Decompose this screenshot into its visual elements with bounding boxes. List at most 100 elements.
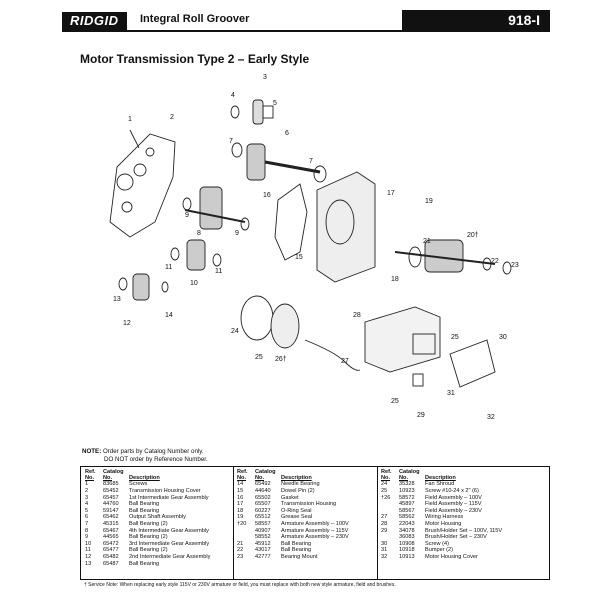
cell-desc: Transmission Housing Cover: [129, 488, 201, 494]
model-number: 918-I: [402, 10, 550, 30]
output-shaft: [231, 142, 327, 183]
cell-cat: 65502: [255, 494, 271, 501]
cell-cat: 65482: [103, 553, 119, 560]
cell-desc: Motor Housing Cover: [425, 553, 478, 560]
cell-desc: Output Shaft Assembly: [129, 514, 186, 521]
callout: 22: [491, 258, 499, 265]
third-intermediate-gear: [170, 239, 222, 271]
callout: 7: [309, 158, 313, 165]
callout: 25: [391, 398, 399, 405]
cell-desc: Gasket: [281, 494, 299, 501]
table-header-top: Ref.Catalog: [381, 469, 420, 475]
cell-cat: 42777: [255, 553, 271, 560]
transmission-housing: [316, 171, 376, 283]
cell-desc: Armature Assembly – 115V: [281, 527, 349, 534]
cell-ref: 14: [237, 481, 244, 488]
cell-desc: Ball Bearing: [129, 507, 160, 514]
armature-assembly: [394, 239, 512, 275]
cell-cat: 60227: [255, 507, 271, 514]
cell-ref: 21: [237, 540, 244, 547]
cell-ref: 12: [85, 553, 92, 560]
table-row: 8 65467 4th Intermediate Gear Assembly: [85, 528, 235, 535]
callout-layer: 1 2 3 4 5 6 7 7 8 9 9 10 11 11 12 13 14 …: [95, 72, 535, 427]
service-footnote: † Service Note: When replacing early sty…: [84, 582, 396, 588]
cell-cat: 40907: [255, 527, 271, 534]
callout: 4: [231, 92, 235, 99]
cell-ref: 23: [237, 553, 244, 560]
cell-cat: 34078: [399, 527, 415, 534]
table-header-top: Ref.Catalog: [85, 469, 124, 475]
cell-cat: 65492: [255, 481, 271, 488]
note-line-2: DO NOT order by Reference Number.: [104, 455, 208, 463]
callout: 31: [447, 390, 455, 397]
cell-ref: 27: [381, 514, 388, 521]
motor-housing-cover: [449, 339, 496, 388]
cell-cat: 44760: [103, 501, 119, 508]
header-title: Integral Roll Groover: [140, 13, 250, 25]
cell-ref: 9: [85, 534, 89, 541]
cell-ref: 1: [85, 481, 89, 488]
cell-ref: 30: [381, 540, 388, 547]
callout: 11: [165, 264, 173, 271]
cell-desc: Needle Bearing: [281, 481, 320, 488]
cell-ref: 31: [381, 547, 388, 554]
callout: 32: [487, 414, 495, 421]
cell-ref: †26: [381, 494, 391, 501]
cell-desc: Fan Shroud: [425, 481, 455, 488]
callout: 10: [190, 280, 198, 287]
callout: 30: [499, 334, 507, 341]
cell-cat: 58552: [255, 534, 271, 541]
cell-ref: 32: [381, 553, 388, 560]
cell-ref: 4: [85, 501, 89, 508]
cell-cat: 36083: [399, 534, 415, 541]
cell-desc: Ball Bearing (2): [129, 547, 168, 554]
callout: 5: [273, 100, 277, 107]
first-intermediate-gear: [230, 99, 274, 125]
callout: 11: [215, 268, 223, 275]
cell-cat: 10913: [399, 553, 415, 560]
cell-cat: 58572: [399, 494, 415, 501]
cell-desc: 4th Intermediate Gear Assembly: [129, 527, 209, 534]
callout: 3: [263, 74, 267, 81]
cell-desc: Armature Assembly – 230V: [281, 534, 349, 541]
cell-cat: 65507: [255, 501, 271, 508]
cell-desc: Ball Bearing: [129, 560, 160, 567]
section-title: Motor Transmission Type 2 – Early Style: [80, 52, 310, 66]
cell-cat: 45912: [255, 540, 271, 547]
wiring-harness: [304, 339, 361, 371]
cell-cat: 65467: [103, 527, 119, 534]
cell-desc: Ball Bearing (2): [129, 534, 168, 541]
cell-cat: 83685: [103, 481, 119, 488]
cell-desc: Screw (4): [425, 540, 449, 547]
cell-ref: 17: [237, 501, 244, 508]
callout: 25: [451, 334, 459, 341]
callout: 14: [165, 312, 173, 319]
cell-desc: Ball Bearing: [281, 540, 312, 547]
cell-ref: 8: [85, 527, 89, 534]
page-header: RIDGID Integral Roll Groover 918-I: [62, 10, 550, 32]
callout: 18: [391, 276, 399, 283]
cell-ref: [237, 534, 255, 541]
cell-cat: 22043: [399, 520, 415, 527]
cell-ref: 24: [381, 481, 388, 488]
callout: 7: [229, 138, 233, 145]
cell-cat: 65462: [103, 514, 119, 521]
callout: 26†: [275, 356, 287, 363]
cell-ref: 13: [85, 560, 92, 567]
brand-logo: RIDGID: [62, 12, 127, 30]
cell-ref: 6: [85, 514, 89, 521]
